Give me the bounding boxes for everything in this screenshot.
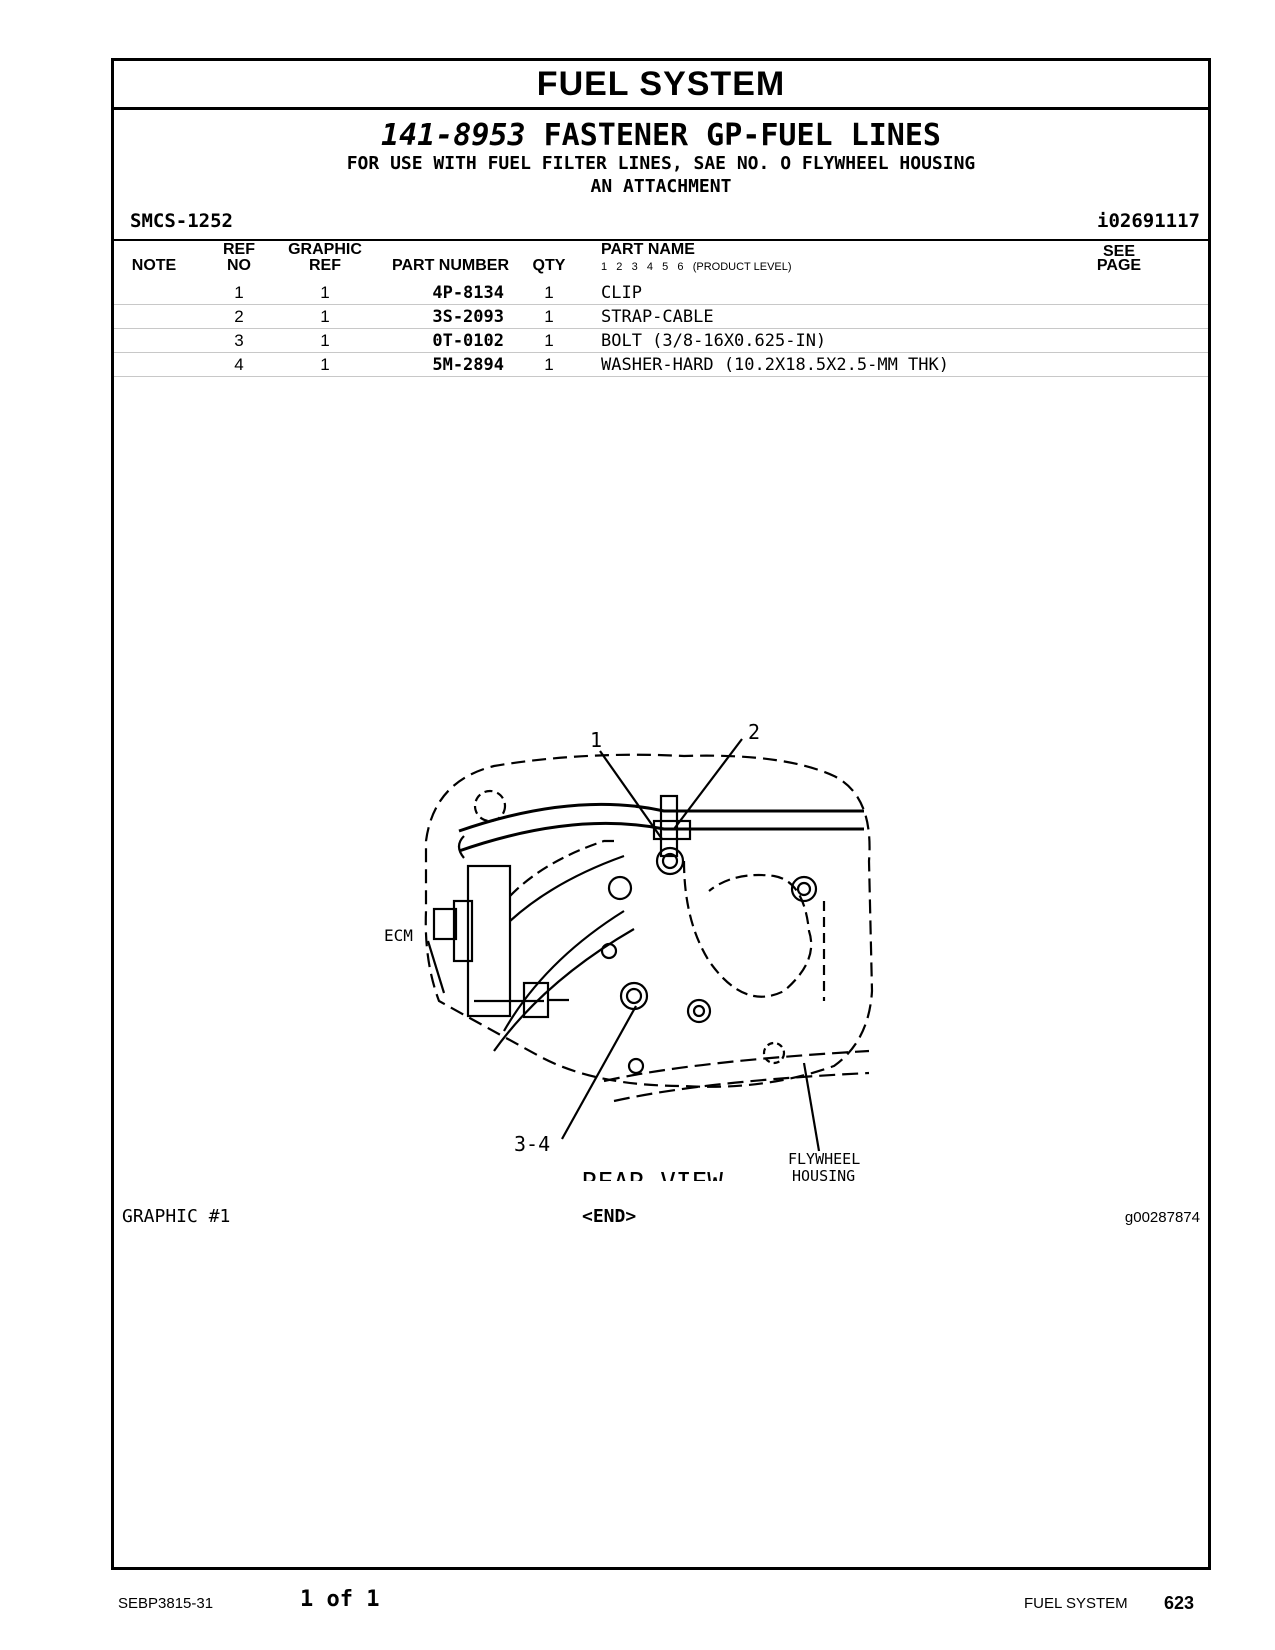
header-ref-top: REF xyxy=(223,241,255,258)
part-number: 0T-0102 xyxy=(432,331,504,351)
group-part-number: 141-8953 xyxy=(381,118,526,153)
part-name: WASHER-HARD (10.2X18.5X2.5-MM THK) xyxy=(601,355,949,375)
header-qty: QTY xyxy=(532,257,566,274)
part-name: CLIP xyxy=(601,283,642,303)
section-name: FUEL SYSTEM xyxy=(1024,1595,1128,1612)
table-top-rule xyxy=(114,239,1208,241)
label-flywheel: FLYWHEEL xyxy=(788,1150,860,1168)
callout-2: 2 xyxy=(748,720,760,744)
ref-no: 4 xyxy=(234,355,244,374)
end-marker: <END> xyxy=(582,1206,637,1227)
page-of: 1 of 1 xyxy=(300,1587,380,1612)
group-title: 141-8953 FASTENER GP-FUEL LINES xyxy=(114,119,1208,153)
ref-no: 2 xyxy=(234,307,244,326)
qty: 1 xyxy=(544,331,554,350)
ref-no: 3 xyxy=(234,331,244,350)
table-row: 3 1 0T-0102 1 BOLT (3/8-16X0.625-IN) xyxy=(114,329,1208,353)
part-number: 3S-2093 xyxy=(432,307,504,327)
header-part-name: PART NAME xyxy=(601,241,695,258)
graphic-label: GRAPHIC #1 xyxy=(122,1206,231,1227)
table-row: 4 1 5M-2894 1 WASHER-HARD (10.2X18.5X2.5… xyxy=(114,353,1208,377)
qty: 1 xyxy=(544,283,554,302)
ref-no: 1 xyxy=(234,283,244,302)
header-see-bottom: PAGE xyxy=(1096,257,1142,274)
info-id: i02691117 xyxy=(1097,210,1200,232)
graphic-ref: 1 xyxy=(320,331,330,350)
table-row: 1 1 4P-8134 1 CLIP xyxy=(114,281,1208,305)
header-ref-bottom: NO xyxy=(227,257,251,274)
qty: 1 xyxy=(544,355,554,374)
subtitle-line-2: AN ATTACHMENT xyxy=(590,176,732,197)
graphic-ref: 1 xyxy=(320,307,330,326)
view-label: REAR VIEW xyxy=(582,1168,723,1181)
part-name: STRAP-CABLE xyxy=(601,307,714,327)
graphic-ref: 1 xyxy=(320,283,330,302)
smcs-code: SMCS-1252 xyxy=(130,210,233,232)
header-note: NOTE xyxy=(131,257,177,274)
parts-list: 1 1 4P-8134 1 CLIP 2 1 3S-2093 1 STRAP-C… xyxy=(114,281,1208,377)
callout-3-4: 3-4 xyxy=(514,1132,550,1156)
part-number: 5M-2894 xyxy=(432,355,504,375)
system-title: FUEL SYSTEM xyxy=(114,61,1208,110)
part-name: BOLT (3/8-16X0.625-IN) xyxy=(601,331,827,351)
graphic-id: g00287874 xyxy=(1124,1209,1200,1226)
page-frame: FUEL SYSTEM 141-8953 FASTENER GP-FUEL LI… xyxy=(111,58,1211,1570)
rear-view-illustration: 1 2 3-4 ECM FLYWHEEL HOUSING REAR VIEW xyxy=(384,720,874,1181)
header-part-number: PART NUMBER xyxy=(391,257,509,274)
label-ecm: ECM xyxy=(384,926,413,945)
group-part-name: FASTENER GP-FUEL LINES xyxy=(543,118,941,153)
graphic-ref: 1 xyxy=(320,355,330,374)
label-housing: HOUSING xyxy=(792,1167,855,1181)
callout-1: 1 xyxy=(590,728,602,752)
part-number: 4P-8134 xyxy=(432,283,504,303)
header-graphic-top: GRAPHIC xyxy=(288,241,362,258)
header-see-top: SEE xyxy=(1102,243,1135,260)
header-product-levels: 1 2 3 4 5 6 (PRODUCT LEVEL) xyxy=(601,261,792,273)
header-graphic-bottom: REF xyxy=(309,257,341,274)
qty: 1 xyxy=(544,307,554,326)
doc-number: SEBP3815-31 xyxy=(118,1595,214,1612)
page-number: 623 xyxy=(1164,1593,1195,1613)
table-row: 2 1 3S-2093 1 STRAP-CABLE xyxy=(114,305,1208,329)
subtitle-line-1: FOR USE WITH FUEL FILTER LINES, SAE NO. … xyxy=(346,153,976,174)
